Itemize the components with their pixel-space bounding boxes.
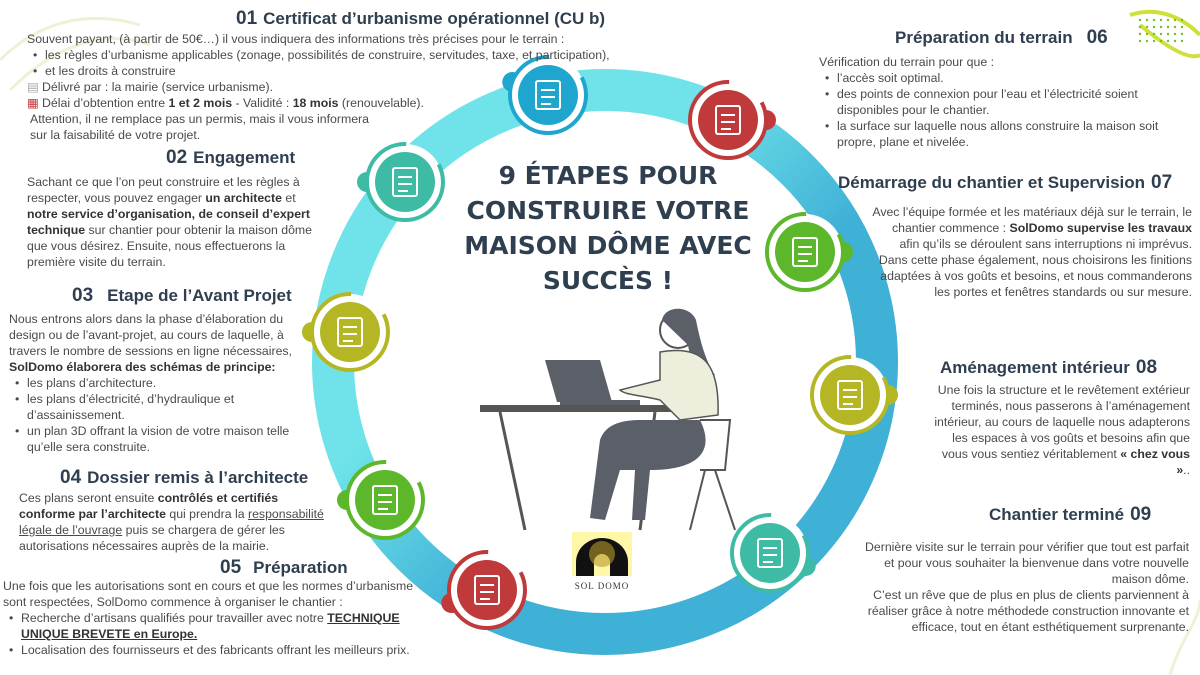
dot bbox=[1145, 39, 1149, 43]
dot bbox=[1145, 32, 1149, 36]
dot bbox=[1138, 25, 1142, 29]
dot bbox=[1166, 32, 1170, 36]
dot bbox=[1145, 25, 1149, 29]
dot bbox=[1180, 18, 1184, 22]
decorative-scribble-top-right bbox=[1129, 9, 1200, 59]
dot bbox=[1180, 25, 1184, 29]
step-05-body: Une fois que les autorisations sont en c… bbox=[3, 578, 415, 658]
dots-pattern bbox=[1138, 18, 1184, 43]
lightbulb-step-03-badge-icon bbox=[302, 292, 390, 372]
ticket-step-02-badge-icon bbox=[357, 142, 445, 222]
calendar-icon: ▦ bbox=[27, 96, 43, 110]
step-06-body: Vérification du terrain pour que : l’acc… bbox=[819, 54, 1189, 150]
dot bbox=[1173, 32, 1177, 36]
dot bbox=[1152, 25, 1156, 29]
step-03-body: Nous entrons alors dans la phase d’élabo… bbox=[9, 311, 307, 455]
dot bbox=[1152, 39, 1156, 43]
dot bbox=[1166, 18, 1170, 22]
dot bbox=[1173, 39, 1177, 43]
step-08-body: Une fois la structure et le revêtement e… bbox=[934, 383, 1190, 477]
dot bbox=[1159, 18, 1163, 22]
dot bbox=[1138, 18, 1142, 22]
soldomo-logo: SOL DOMO bbox=[570, 532, 634, 591]
dot bbox=[1173, 25, 1177, 29]
legal-responsibility-link: responsabilité légale de l’ouvrage bbox=[19, 507, 324, 537]
ticket-step-08-badge-icon bbox=[810, 355, 898, 435]
step-09-body: Dernière visite sur le terrain pour véri… bbox=[865, 540, 1189, 634]
woman-at-desk-illustration bbox=[480, 308, 736, 531]
idea-network-step-09-badge-icon bbox=[730, 513, 816, 593]
dot bbox=[1159, 39, 1163, 43]
dot bbox=[1180, 32, 1184, 36]
thumbs-up-step-06-badge-icon bbox=[688, 80, 776, 160]
dot bbox=[1159, 25, 1163, 29]
document-search-step-04-badge-icon bbox=[337, 460, 425, 540]
step-02-body: Sachant ce que l’on peut construire et l… bbox=[27, 175, 313, 269]
page-title: 9 ÉTAPES POUR CONSTRUIRE VOTRE MAISON DÔ… bbox=[464, 161, 752, 295]
dot bbox=[1159, 32, 1163, 36]
meeting-step-05-badge-icon bbox=[441, 550, 527, 630]
dot bbox=[1152, 18, 1156, 22]
dot bbox=[1152, 32, 1156, 36]
dot bbox=[1173, 18, 1177, 22]
dot bbox=[1138, 39, 1142, 43]
document-icon: ▤ bbox=[27, 80, 43, 94]
dot bbox=[1166, 39, 1170, 43]
dome-tree-logo-icon bbox=[572, 532, 632, 576]
decorative-scribble-bottom-right bbox=[1168, 599, 1200, 675]
step-04-body: Ces plans seront ensuite contrôlés et ce… bbox=[19, 491, 324, 553]
step-01-body: Souvent payant, (à partir de 50€…) il vo… bbox=[27, 31, 617, 143]
dot bbox=[1145, 18, 1149, 22]
dot bbox=[1166, 25, 1170, 29]
step-07-body: Avec l’équipe formée et les matériaux dé… bbox=[872, 205, 1192, 299]
dot bbox=[1180, 39, 1184, 43]
dot bbox=[1138, 32, 1142, 36]
form-click-step-07-badge-icon bbox=[765, 212, 853, 292]
logo-text: SOL DOMO bbox=[574, 581, 630, 591]
